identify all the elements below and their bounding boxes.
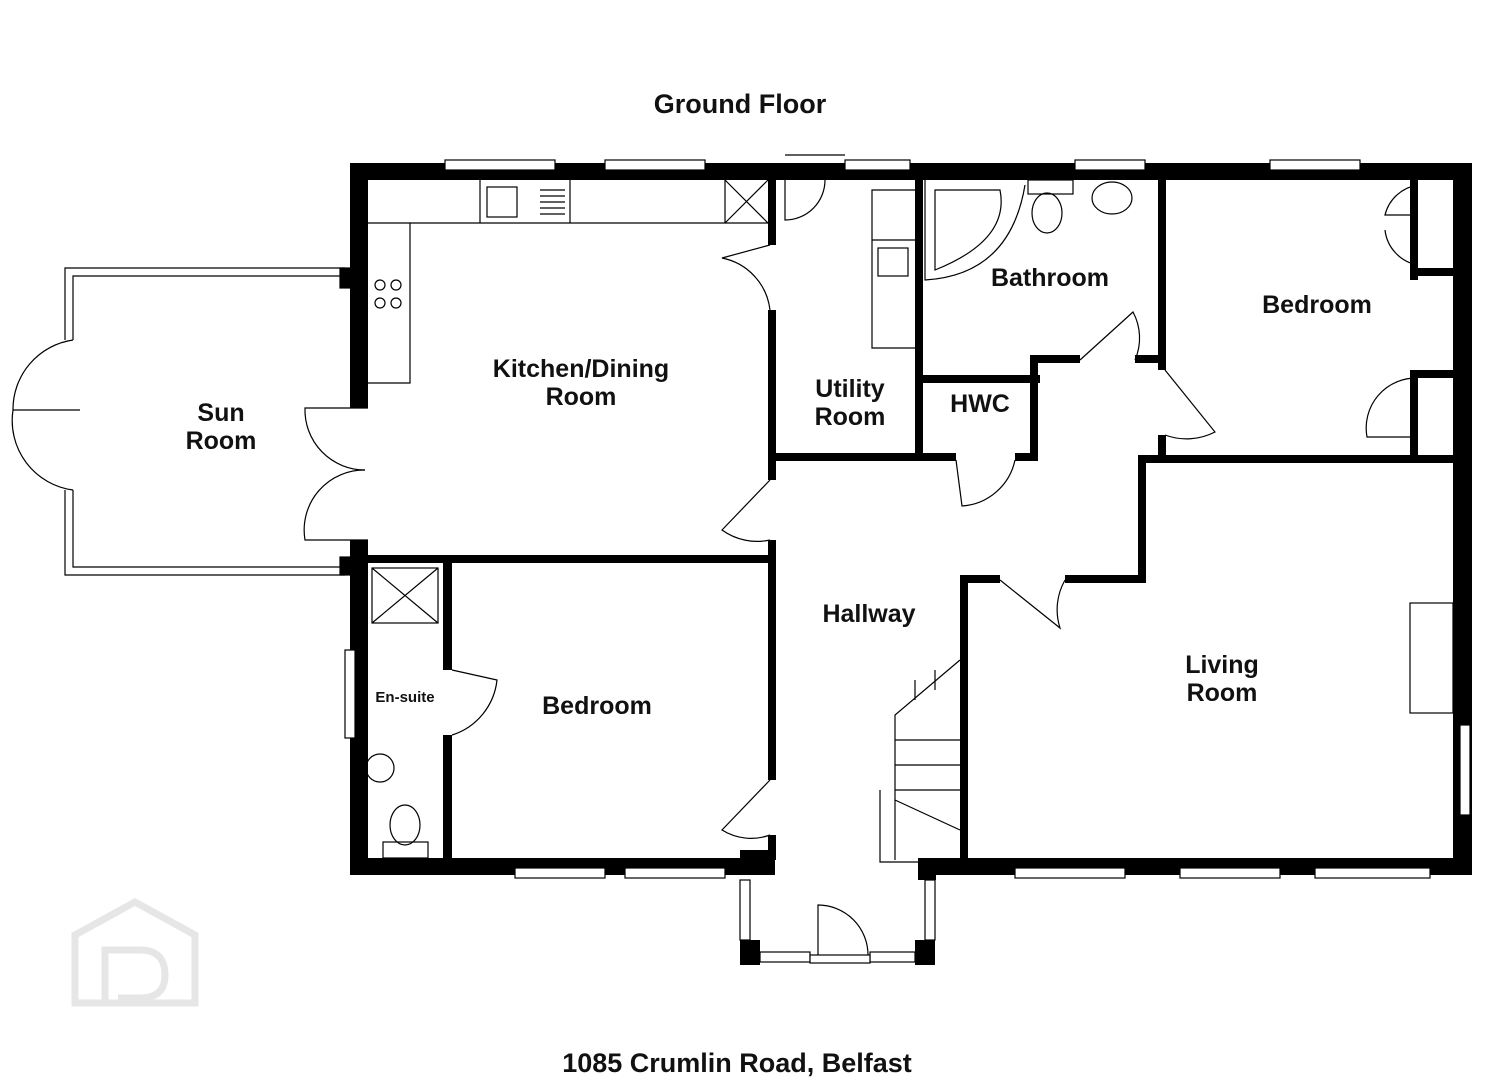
- exterior-walls: [350, 163, 1472, 880]
- ensuite-fixtures: [365, 567, 439, 859]
- windows: [344, 159, 1471, 879]
- door-swings: [303, 154, 1419, 839]
- interior-walls: [368, 180, 1455, 865]
- label-ensuite: En-suite: [375, 689, 434, 706]
- label-bedroom-2: Bedroom: [542, 692, 652, 720]
- floor-title: Ground Floor: [654, 89, 827, 119]
- label-bedroom-1: Bedroom: [1262, 291, 1372, 319]
- label-hwc: HWC: [950, 390, 1010, 418]
- watermark-logo: [71, 898, 199, 1007]
- label-bathroom: Bathroom: [991, 264, 1109, 292]
- label-hallway: Hallway: [822, 600, 915, 628]
- property-address: 1085 Crumlin Road, Belfast: [562, 1048, 912, 1078]
- fireplace: [1409, 602, 1454, 714]
- entrance-porch: [739, 879, 936, 965]
- sun-room-walls: [11, 267, 351, 576]
- staircase: [879, 659, 961, 863]
- bathroom-fixtures: [924, 179, 1133, 281]
- kitchen-fixtures: [368, 179, 769, 384]
- utility-fixtures: [871, 189, 915, 349]
